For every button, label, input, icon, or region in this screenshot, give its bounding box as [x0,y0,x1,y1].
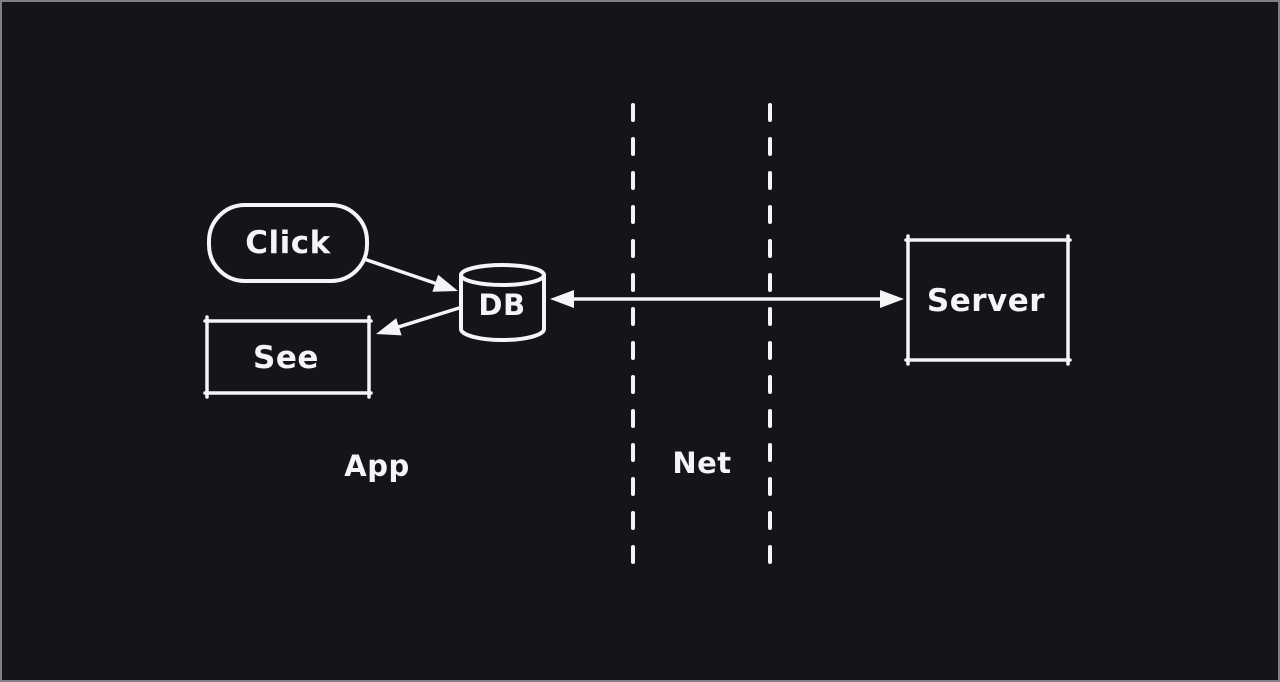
region-label-app[interactable]: App [344,449,410,483]
node-label-click[interactable]: Click [245,225,331,261]
node-click[interactable] [207,203,369,283]
node-label-db[interactable]: DB [478,288,526,322]
node-see[interactable] [203,315,373,399]
edge-db-server[interactable] [550,290,904,308]
node-label-server[interactable]: Server [926,283,1046,319]
edge-click-db[interactable] [362,257,458,292]
node-db[interactable] [459,263,546,342]
edge-db-see[interactable] [376,306,461,336]
node-server[interactable] [904,234,1072,366]
node-label-see[interactable]: See [253,340,319,376]
region-label-net[interactable]: Net [672,446,732,480]
